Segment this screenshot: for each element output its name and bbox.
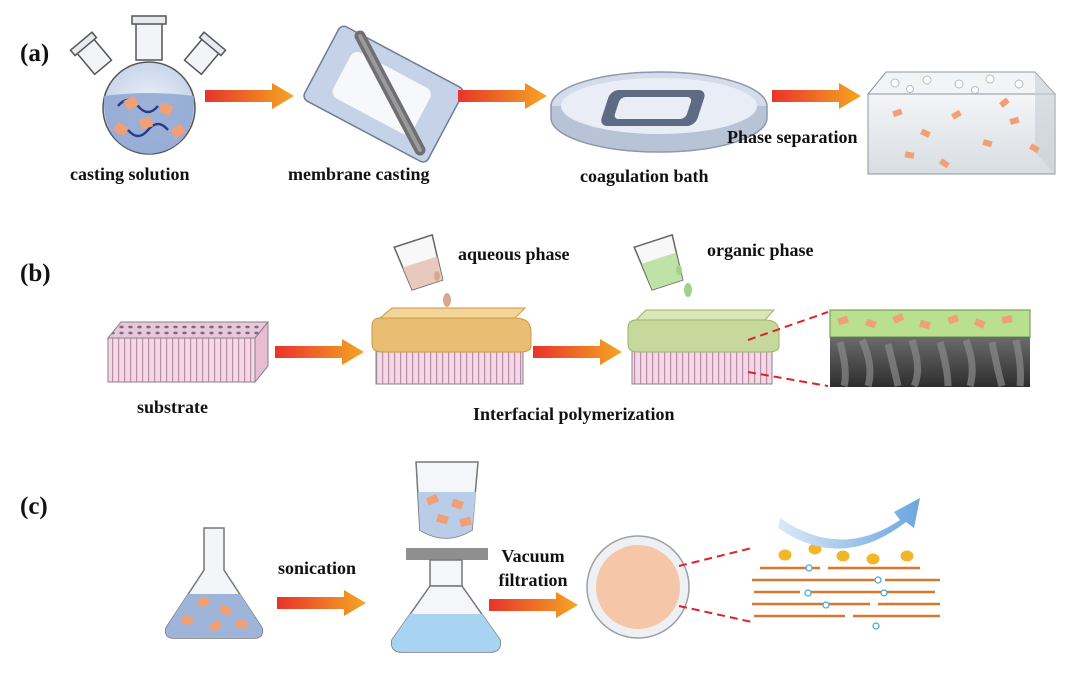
step-label-vacuum: Vacuum: [501, 546, 565, 566]
aqueous-beaker-icon: [393, 233, 451, 307]
panel-label-a: (a): [20, 40, 50, 67]
flow-arrow-icon: [772, 83, 861, 109]
curved-flow-arrow-icon: [778, 498, 920, 549]
organic-beaker-icon: [633, 233, 692, 297]
label-interfacial-polymerization: Interfacial polymerization: [473, 404, 675, 424]
organic-coated-block: [627, 309, 780, 385]
label-aqueous-phase: aqueous phase: [458, 244, 570, 264]
coagulation-bath-icon: [550, 71, 768, 153]
step-label-phase-separation: Phase separation: [727, 127, 858, 147]
cross-section-image: [747, 309, 1031, 388]
panel-c: [164, 461, 940, 653]
step-label-substrate: substrate: [137, 397, 208, 417]
erlenmeyer-flask-icon: [164, 527, 264, 639]
flow-arrow-icon: [458, 83, 547, 109]
flow-arrow-icon: [277, 590, 366, 616]
substrate-block: [106, 320, 270, 384]
label-organic-phase: organic phase: [707, 240, 814, 260]
step-label-filtration: filtration: [498, 570, 568, 590]
flow-arrow-icon: [533, 339, 622, 365]
flow-arrow-icon: [489, 592, 578, 618]
panel-a: [69, 15, 1057, 175]
step-label-casting-solution: casting solution: [70, 164, 190, 184]
vacuum-filtration-apparatus-icon: [390, 461, 502, 653]
step-label-sonication: sonication: [278, 558, 357, 578]
flow-arrow-icon: [275, 339, 364, 365]
flow-arrow-icon: [205, 83, 294, 109]
membrane-disc: [586, 535, 753, 639]
step-label-membrane-casting: membrane casting: [288, 164, 430, 184]
aqueous-coated-block: [371, 307, 532, 385]
casting-plate-icon: [303, 25, 464, 163]
panel-b: [106, 233, 1031, 388]
step-label-coagulation-bath: coagulation bath: [580, 166, 709, 186]
layered-membrane-structure: [752, 543, 940, 630]
panel-label-b: (b): [20, 260, 51, 287]
porous-membrane-block: [866, 71, 1057, 175]
panel-label-c: (c): [20, 493, 48, 520]
three-neck-flask-icon: [69, 15, 227, 155]
